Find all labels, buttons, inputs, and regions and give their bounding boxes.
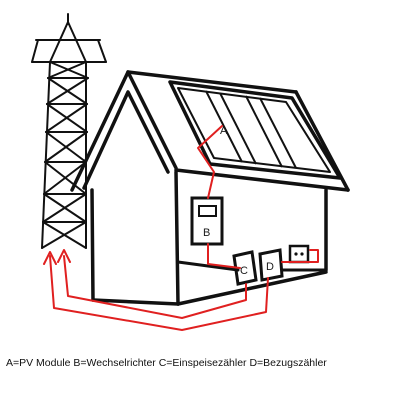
baseboard bbox=[176, 260, 240, 272]
roof-gable-inner bbox=[82, 90, 170, 190]
wire-panel-to-inverter bbox=[197, 125, 223, 199]
ground-front bbox=[91, 298, 180, 306]
wire-grid-loop-outer bbox=[49, 255, 269, 331]
wire-inverter-to-meter-c bbox=[207, 243, 241, 269]
roof-ridge bbox=[126, 70, 298, 94]
label-a: A bbox=[220, 125, 228, 137]
wire-grid-loop-inner bbox=[63, 255, 247, 319]
power-socket bbox=[288, 244, 310, 264]
roof-eave bbox=[174, 168, 350, 192]
label-d: D bbox=[266, 261, 274, 273]
legend-caption: A=PV Module B=Wechselrichter C=Einspeise… bbox=[6, 357, 327, 369]
consumption-meter-box bbox=[258, 248, 284, 282]
pv-module-panel bbox=[168, 80, 342, 180]
wall-front-left bbox=[90, 188, 95, 302]
ground-side bbox=[176, 270, 328, 306]
arrow-head-1 bbox=[43, 251, 57, 265]
roof-gable bbox=[70, 70, 178, 192]
label-b: B bbox=[203, 227, 210, 239]
power-tower bbox=[31, 13, 107, 249]
wire-meter-d-to-socket bbox=[281, 249, 319, 263]
arrow-head-2 bbox=[57, 249, 71, 263]
house bbox=[70, 70, 350, 306]
wall-front-right bbox=[174, 170, 180, 306]
wiring bbox=[43, 125, 319, 331]
label-c: C bbox=[240, 265, 248, 277]
feed-in-meter-box bbox=[232, 250, 258, 286]
